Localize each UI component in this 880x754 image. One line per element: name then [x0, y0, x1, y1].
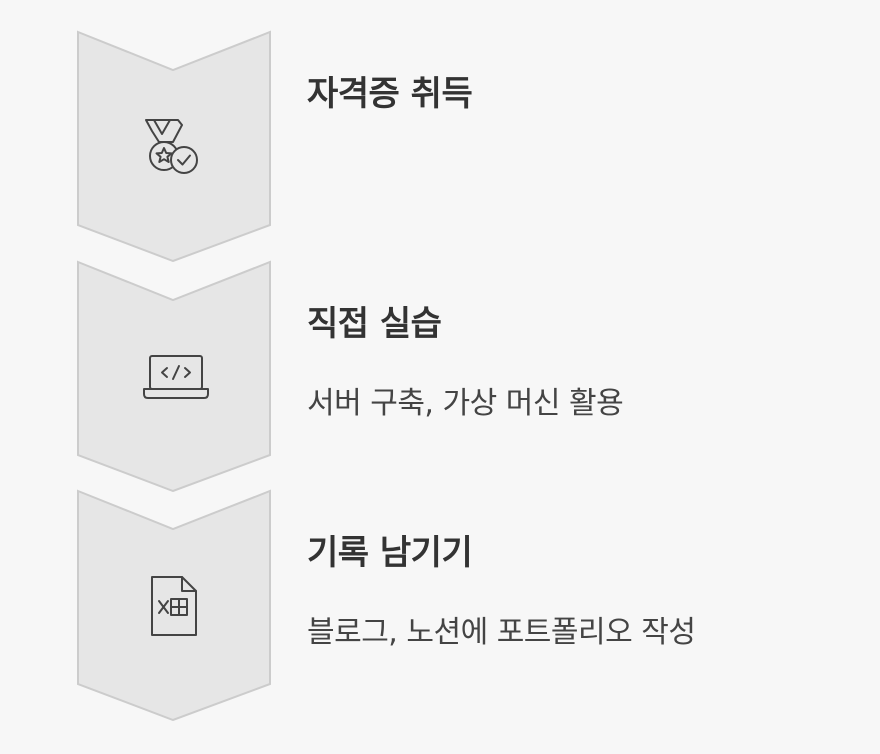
laptop-code-icon: [143, 355, 209, 399]
step-description: 서버 구축, 가상 머신 활용: [307, 386, 624, 421]
spreadsheet-file-icon: [151, 576, 197, 636]
medal-check-icon: [145, 119, 198, 174]
step-practice: 직접 실습 서버 구축, 가상 머신 활용: [0, 260, 880, 492]
step-title: 직접 실습: [307, 304, 442, 344]
step-title: 기록 남기기: [307, 533, 473, 573]
step-documentation: 기록 남기기 블로그, 노션에 포트폴리오 작성: [0, 489, 880, 721]
step-chevron: [77, 489, 271, 721]
step-title: 자격증 취득: [307, 74, 473, 114]
step-certification: 자격증 취득: [0, 30, 880, 262]
step-description: 블로그, 노션에 포트폴리오 작성: [307, 615, 696, 650]
